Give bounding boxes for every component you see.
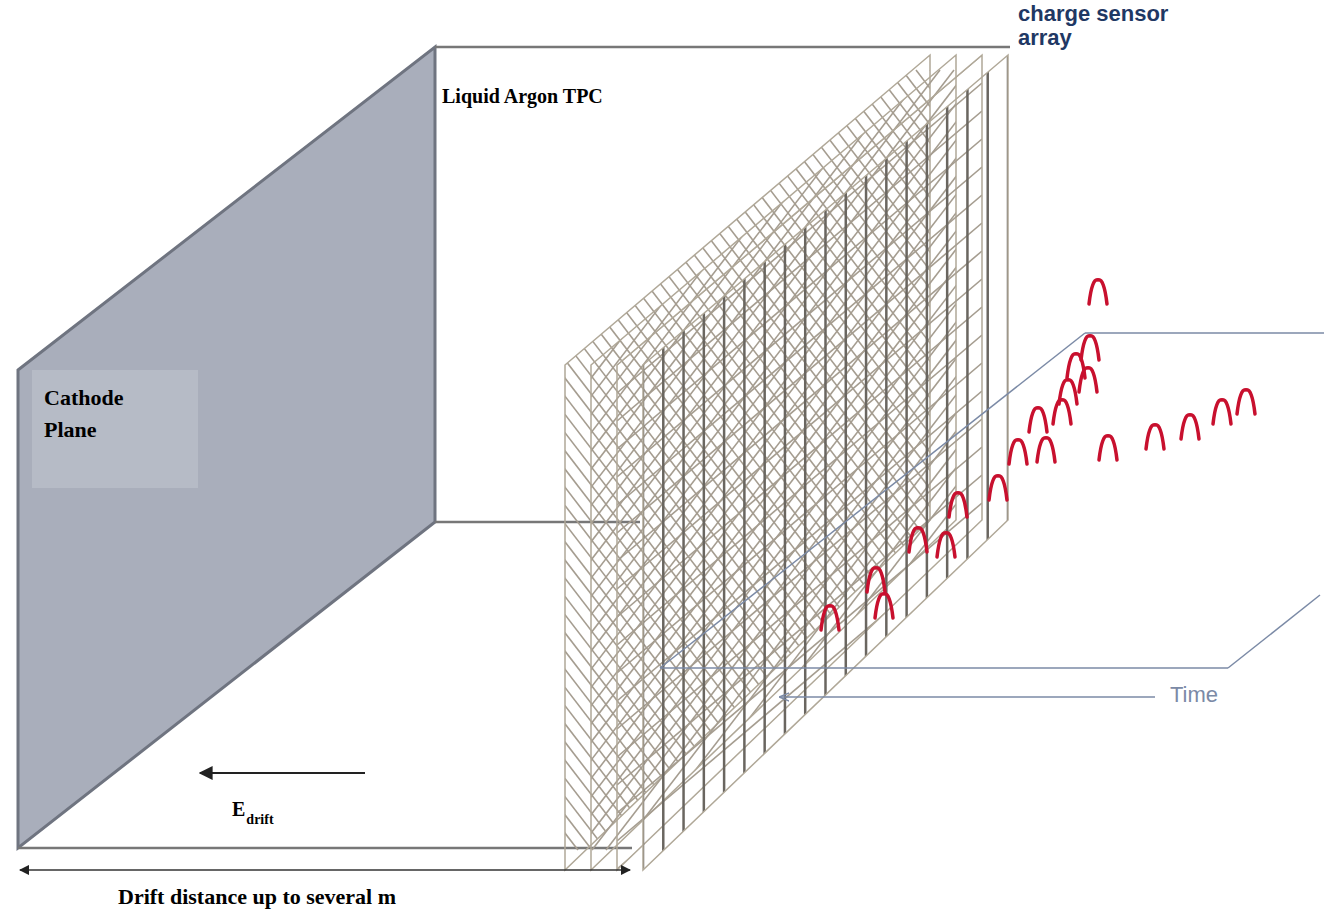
- wire-plane: [0, 55, 1324, 870]
- signal-pulse: [989, 476, 1007, 500]
- signal-pulse: [867, 568, 885, 592]
- wire-plane: [643, 0, 1008, 924]
- signal-pulse: [909, 528, 927, 552]
- field-arrow: [200, 772, 365, 774]
- signal-pulse: [1009, 440, 1027, 464]
- signal-pulse: [1081, 336, 1099, 360]
- tpc-back-bottom-edge: [435, 521, 640, 524]
- signal-pulse: [1099, 436, 1117, 460]
- signal-pulse: [937, 533, 955, 557]
- sensor-label: charge sensor array: [1018, 2, 1218, 50]
- detector-title: Liquid Argon TPC: [440, 80, 605, 113]
- wire-plane: [617, 0, 982, 924]
- tpc-front-bottom-edge: [18, 847, 632, 850]
- signal-pulse: [875, 594, 893, 618]
- axis-label: Time: [1170, 683, 1218, 707]
- node-text: Liquid Argon TPC: [442, 82, 603, 111]
- tpc-top-edge: [435, 46, 1010, 49]
- signal-pulse: [1146, 425, 1164, 449]
- cathode-label-box: Cathode Plane: [32, 370, 198, 488]
- dimension-label: Drift distance up to several m: [118, 885, 396, 909]
- signal-pulse: [1079, 368, 1097, 392]
- signal-pulse: [1059, 380, 1077, 404]
- signal-pulse: [1029, 408, 1047, 432]
- signal-pulse: [1213, 400, 1231, 424]
- time-plane: [660, 333, 1324, 668]
- signal-pulse: [1037, 438, 1055, 462]
- field-subscript: drift: [246, 812, 273, 827]
- cathode-plane: [18, 47, 435, 848]
- signal-pulse: [1181, 415, 1199, 439]
- signal-pulse: [821, 606, 839, 630]
- time-axis: [780, 696, 1155, 698]
- node-text: Cathode Plane: [44, 382, 164, 446]
- field-symbol: E: [232, 798, 245, 820]
- dimension-arrow: [20, 869, 630, 871]
- signal-pulse: [1089, 280, 1107, 304]
- cathode-label-patch: [32, 370, 198, 488]
- signal-pulse: [949, 493, 967, 517]
- wire-plane: [0, 55, 1324, 870]
- signal-pulse: [1237, 390, 1255, 414]
- signal-pulse: [1053, 400, 1071, 424]
